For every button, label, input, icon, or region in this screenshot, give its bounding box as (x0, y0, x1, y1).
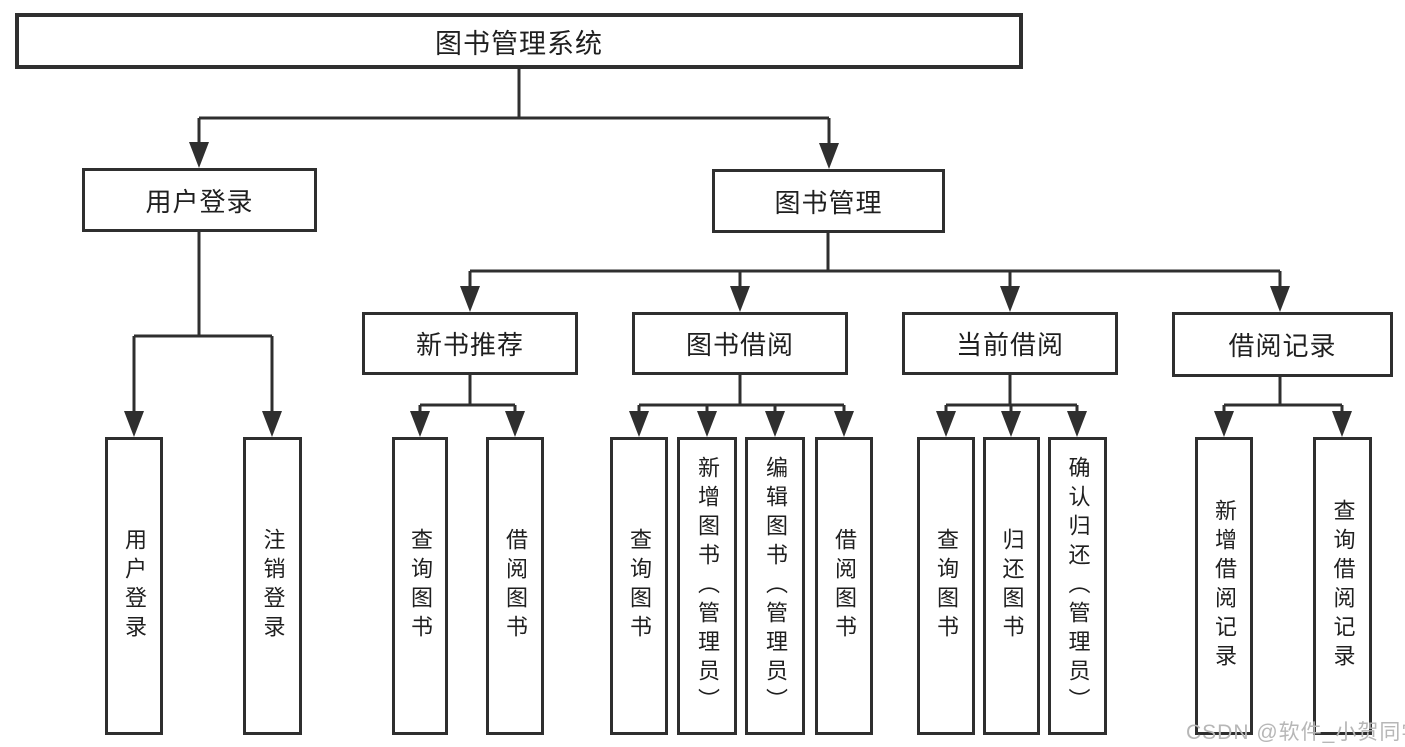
node-new-book-recommendation: 新书推荐 (362, 312, 578, 375)
node-borrowing-records: 借阅记录 (1172, 312, 1393, 377)
node-user-login: 用户登录 (82, 168, 317, 232)
tree-edges (132, 69, 1344, 413)
leaf-confirm-return-admin: 确认归还（管理员） (1048, 437, 1107, 735)
node-book-borrowing: 图书借阅 (632, 312, 848, 375)
leaf-query-borrow-record: 查询借阅记录 (1313, 437, 1372, 735)
arrowheads (124, 142, 1352, 437)
leaf-edit-books-admin: 编辑图书（管理员） (745, 437, 805, 735)
leaf-add-borrow-record: 新增借阅记录 (1195, 437, 1253, 735)
leaf-query-books-current: 查询图书 (917, 437, 975, 735)
node-library-system: 图书管理系统 (15, 13, 1023, 69)
csdn-watermark: CSDN @软件_小贺同学 (1186, 721, 1405, 744)
leaf-borrow-books-borrowing: 借阅图书 (815, 437, 873, 735)
leaf-user-login: 用户登录 (105, 437, 163, 735)
node-book-management: 图书管理 (712, 169, 945, 233)
leaf-query-books-recommend: 查询图书 (392, 437, 448, 735)
leaf-return-books: 归还图书 (983, 437, 1040, 735)
leaf-borrow-books-recommend: 借阅图书 (486, 437, 544, 735)
node-current-borrowing: 当前借阅 (902, 312, 1118, 375)
leaf-query-books-borrowing: 查询图书 (610, 437, 668, 735)
leaf-add-books-admin: 新增图书（管理员） (677, 437, 737, 735)
leaf-logout: 注销登录 (243, 437, 302, 735)
